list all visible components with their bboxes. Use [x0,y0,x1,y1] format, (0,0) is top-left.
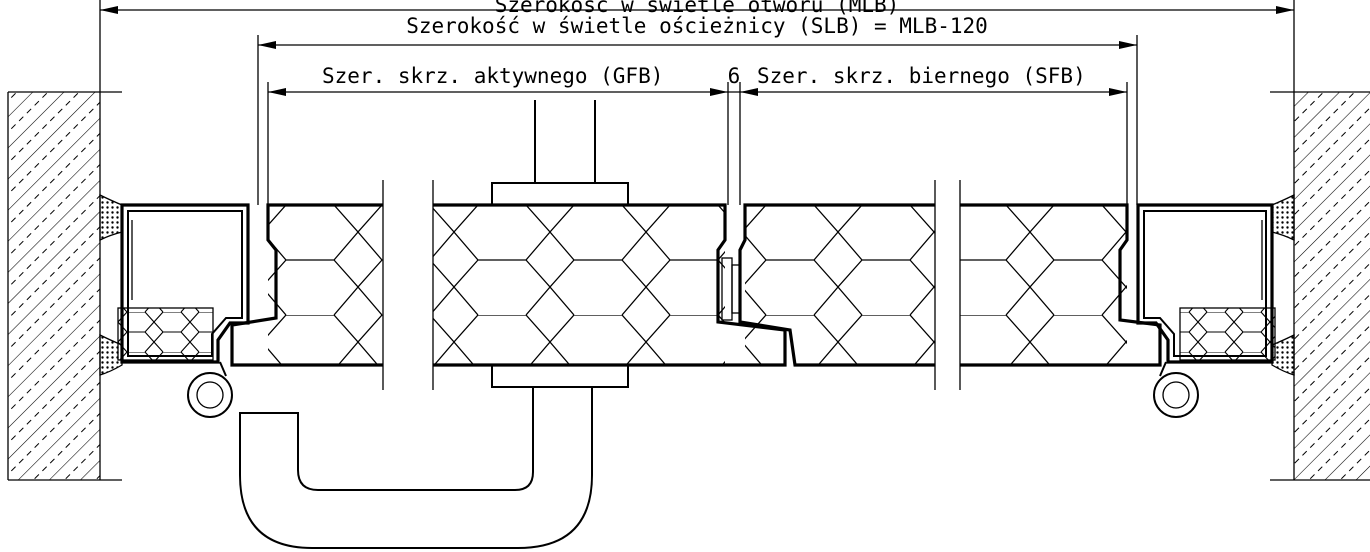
right-frame [1136,203,1276,418]
frame-width-label: Szerokość w świetle ościeżnicy (SLB) = M… [406,14,988,38]
opening-width-label: Szerokość w świetle otworu (MLB) [495,0,900,17]
dimension-leaves: Szer. skrz. aktywnego (GFB) 6 Szer. skrz… [267,64,1128,205]
gap-label: 6 [728,64,741,88]
right-wall [1270,91,1370,481]
active-leaf-label: Szer. skrz. aktywnego (GFB) [322,64,663,88]
dimension-frame: Szerokość w świetle ościeżnicy (SLB) = M… [257,14,1138,205]
door-handle [239,100,629,549]
active-leaf [230,180,787,390]
passive-leaf [721,180,1162,390]
passive-leaf-label: Szer. skrz. biernego (SFB) [757,64,1086,88]
left-frame [117,203,250,418]
left-wall [7,91,122,481]
dimension-opening: Szerokość w świetle otworu (MLB) [99,0,1295,92]
